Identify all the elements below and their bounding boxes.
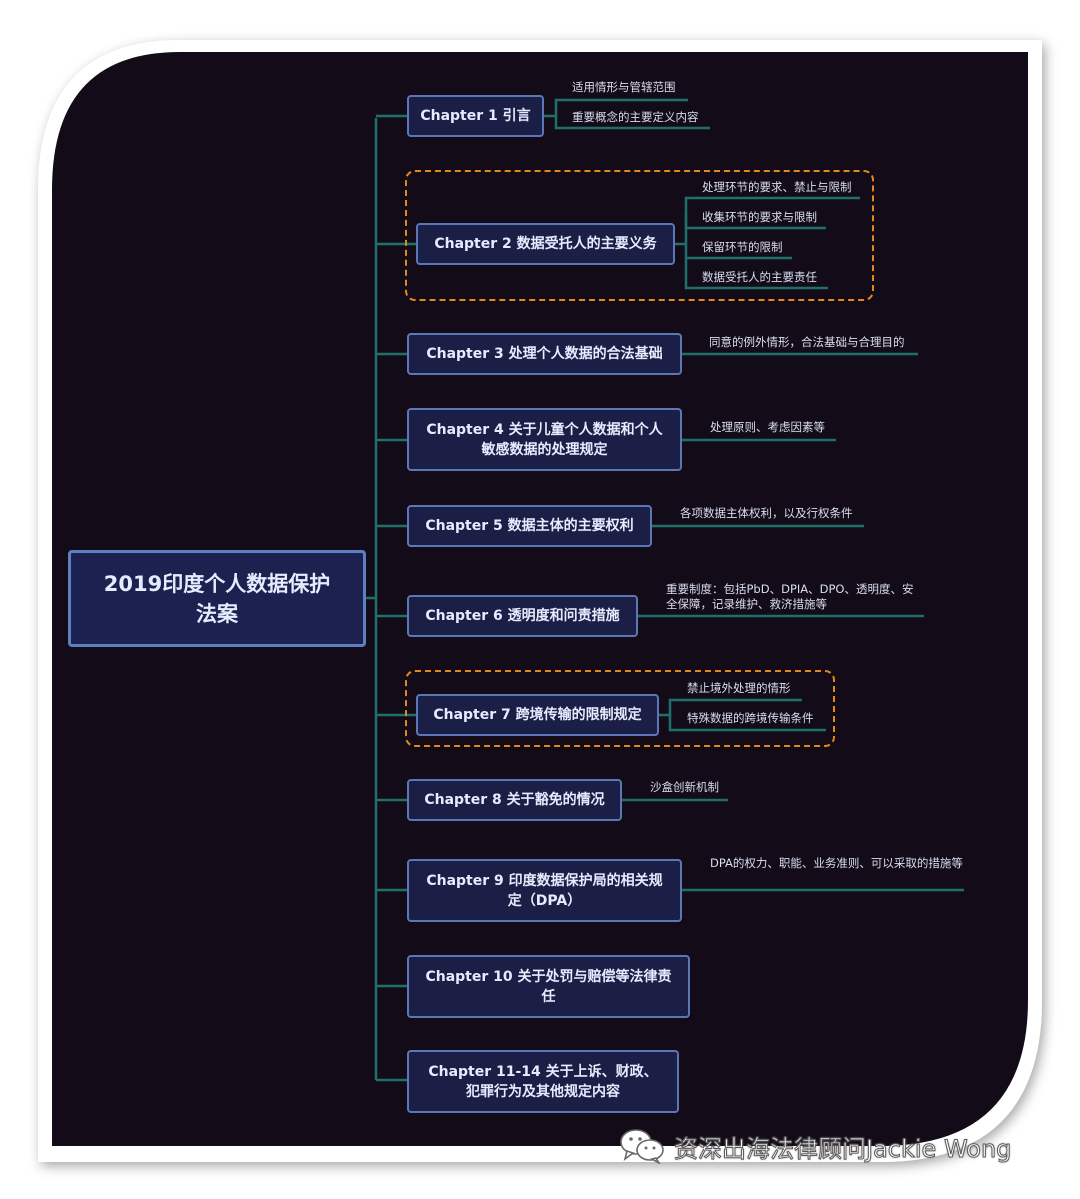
chapter-7-node[interactable]: Chapter 7 跨境传输的限制规定 [416, 694, 659, 736]
chapter-2-leaf-2[interactable]: 收集环节的要求与限制 [702, 210, 817, 224]
chapter-3-node[interactable]: Chapter 3 处理个人数据的合法基础 [407, 333, 682, 375]
chapter-2-leaf-3[interactable]: 保留环节的限制 [702, 240, 783, 254]
chapter-1-leaf-2[interactable]: 重要概念的主要定义内容 [572, 110, 699, 124]
highlight-box-chapter-2 [405, 170, 874, 301]
chapter-10-node[interactable]: Chapter 10 关于处罚与赔偿等法律责任 [407, 955, 690, 1018]
chapter-6-node[interactable]: Chapter 6 透明度和问责措施 [407, 595, 638, 637]
chapter-11-14-node[interactable]: Chapter 11-14 关于上诉、财政、犯罪行为及其他规定内容 [407, 1050, 679, 1113]
chapter-5-node[interactable]: Chapter 5 数据主体的主要权利 [407, 505, 652, 547]
chapter-4-node[interactable]: Chapter 4 关于儿童个人数据和个人敏感数据的处理规定 [407, 408, 682, 471]
chapter-3-leaf-1[interactable]: 同意的例外情形，合法基础与合理目的 [709, 335, 905, 349]
chapter-1-node[interactable]: Chapter 1 引言 [407, 95, 544, 137]
wechat-icon [620, 1129, 664, 1164]
chapter-8-node[interactable]: Chapter 8 关于豁免的情况 [407, 779, 622, 821]
chapter-5-leaf-1[interactable]: 各项数据主体权利，以及行权条件 [680, 506, 853, 520]
root-node[interactable]: 2019印度个人数据保护法案 [68, 550, 366, 647]
chapter-4-leaf-1[interactable]: 处理原则、考虑因素等 [710, 420, 825, 434]
chapter-6-leaf-1[interactable]: 重要制度：包括PbD、DPIA、DPO、透明度、安全保障，记录维护、救济措施等 [666, 582, 914, 611]
chapter-9-node[interactable]: Chapter 9 印度数据保护局的相关规定（DPA） [407, 859, 682, 922]
chapter-8-leaf-1[interactable]: 沙盒创新机制 [650, 780, 719, 794]
chapter-7-leaf-1[interactable]: 禁止境外处理的情形 [687, 681, 791, 695]
watermark: 资深出海法律顾问Jackie Wong [618, 1128, 1012, 1164]
chapter-7-leaf-2[interactable]: 特殊数据的跨境传输条件 [687, 711, 814, 725]
chapter-2-node[interactable]: Chapter 2 数据受托人的主要义务 [416, 223, 675, 265]
chapter-2-leaf-1[interactable]: 处理环节的要求、禁止与限制 [702, 180, 852, 194]
chapter-1-leaf-1[interactable]: 适用情形与管辖范围 [572, 80, 676, 94]
chapter-2-leaf-4[interactable]: 数据受托人的主要责任 [702, 270, 817, 284]
watermark-text: 资深出海法律顾问Jackie Wong [673, 1134, 1012, 1163]
highlight-box-chapter-7 [405, 670, 835, 747]
chapter-9-leaf-1[interactable]: DPA的权力、职能、业务准则、可以采取的措施等 [710, 856, 963, 870]
